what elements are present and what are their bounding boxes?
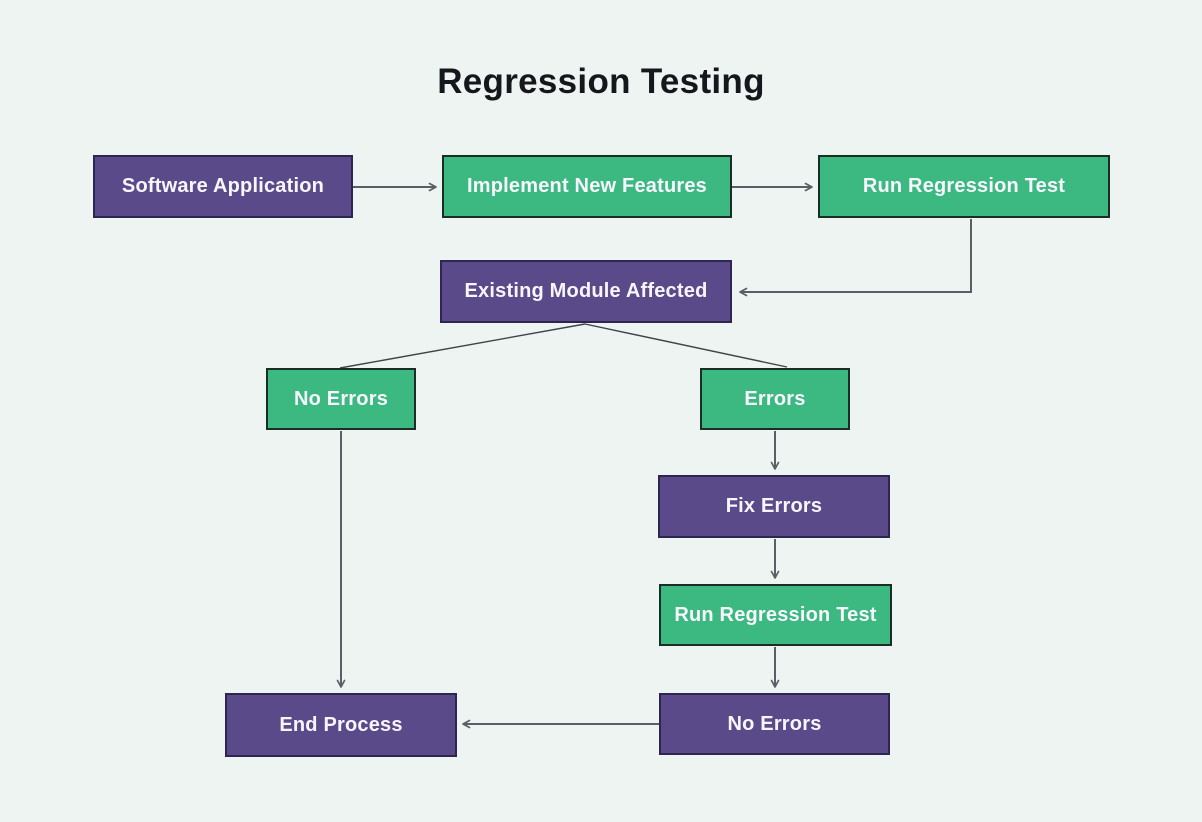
node-label: Software Application [121, 175, 325, 197]
node-label: Run Regression Test [674, 603, 877, 626]
node-label: Fix Errors [725, 495, 823, 517]
edge-run-regression-test-to-existing-module-affected [739, 219, 972, 297]
node-software-application: Software Application [93, 155, 353, 218]
node-run-regression-test-2: Run Regression Test [659, 584, 892, 646]
node-run-regression-test: Run Regression Test [818, 155, 1110, 218]
node-errors: Errors [700, 368, 850, 430]
node-existing-module-affected: Existing Module Affected [440, 260, 732, 323]
node-label: End Process [279, 713, 403, 736]
node-implement-new-features: Implement New Features [442, 155, 732, 218]
node-no-errors-final: No Errors [659, 693, 890, 755]
node-label: No Errors [293, 387, 389, 410]
edge-existing-module-affected-to-errors [584, 323, 788, 368]
node-label: No Errors [727, 712, 822, 735]
node-fix-errors: Fix Errors [658, 475, 890, 538]
node-label: Errors [744, 387, 806, 410]
node-label: Run Regression Test [862, 175, 1066, 197]
node-label: Implement New Features [466, 175, 708, 197]
node-no-errors: No Errors [266, 368, 416, 430]
node-end-process: End Process [225, 693, 457, 757]
diagram-title: Regression Testing [437, 62, 765, 101]
node-label: Existing Module Affected [464, 280, 708, 302]
edge-existing-module-affected-to-no-errors [339, 323, 586, 369]
